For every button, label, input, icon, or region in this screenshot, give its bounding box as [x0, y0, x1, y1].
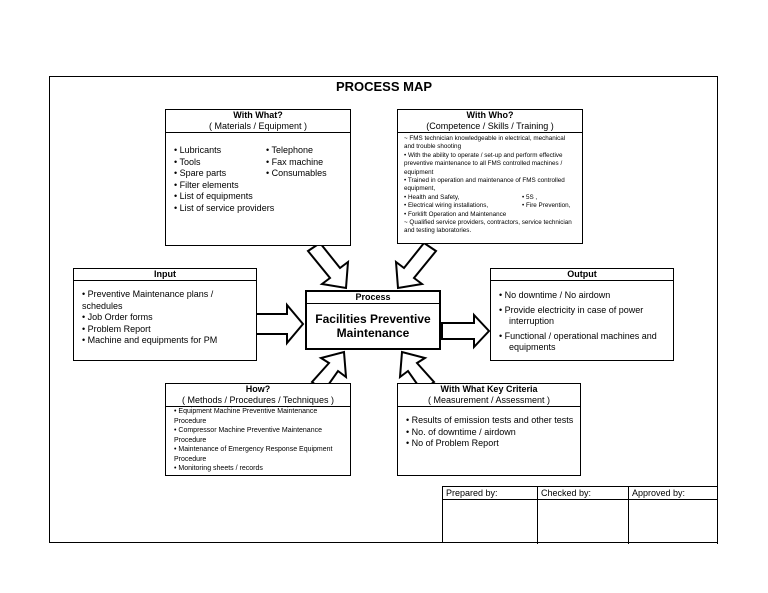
list-item: • 5S , [522, 193, 538, 201]
with-what-header: With What? ( Materials / Equipment ) [166, 110, 350, 133]
output-header: Output [491, 269, 673, 281]
with-what-heading: With What? [233, 110, 283, 120]
page-title: PROCESS MAP [335, 79, 433, 94]
output-box: Output No downtime / No airdown Provide … [490, 268, 674, 361]
with-what-subheading: ( Materials / Equipment ) [208, 121, 308, 131]
key-criteria-box: With What Key Criteria ( Measurement / A… [397, 383, 581, 476]
list-item: Telephone [266, 145, 327, 157]
list-item: Machine and equipments for PM [82, 335, 256, 347]
approved-by-cell[interactable]: Approved by: [629, 487, 718, 544]
arrow-output [441, 312, 491, 350]
list-item: ~ Qualified service providers, contracto… [404, 219, 572, 235]
approved-by-label: Approved by: [632, 488, 686, 498]
key-criteria-heading: With What Key Criteria [440, 384, 538, 394]
with-what-list-1: Lubricants Tools Spare parts Filter elem… [174, 145, 275, 215]
list-item: No. of downtime / airdown [406, 427, 580, 439]
with-who-box: With Who? (Competence / Skills / Trainin… [397, 109, 583, 244]
list-item: ~ FMS technician knowledgeable in electr… [404, 135, 566, 151]
process-header: Process [307, 292, 439, 304]
with-what-box: With What? ( Materials / Equipment ) Lub… [165, 109, 351, 246]
list-item: Preventive Maintenance plans / schedules [82, 289, 256, 312]
list-item: Spare parts [174, 168, 274, 180]
arrow-with-who [394, 241, 438, 290]
key-criteria-header: With What Key Criteria ( Measurement / A… [398, 384, 580, 407]
list-item: Job Order forms [82, 312, 256, 324]
output-list: No downtime / No airdown Provide electri… [491, 281, 673, 354]
arrow-with-what [306, 241, 350, 290]
input-box: Input Preventive Maintenance plans / sch… [73, 268, 257, 361]
with-who-header: With Who? (Competence / Skills / Trainin… [398, 110, 582, 133]
arrow-input [255, 302, 305, 346]
list-item: • Trained in operation and maintenance o… [404, 177, 565, 193]
input-list: Preventive Maintenance plans / schedules… [74, 281, 256, 347]
key-criteria-subheading: ( Measurement / Assessment ) [427, 395, 551, 405]
page-frame [49, 76, 718, 543]
list-item: Equipment Machine Preventive Maintenance… [174, 407, 344, 426]
with-who-heading: With Who? [466, 110, 514, 120]
list-item: Filter elements [174, 180, 274, 192]
how-header: How? ( Methods / Procedures / Techniques… [166, 384, 350, 407]
list-item: Compressor Machine Preventive Maintenanc… [174, 426, 344, 445]
list-item: Results of emission tests and other test… [406, 415, 580, 427]
list-item: Monitoring sheets / records [174, 464, 344, 474]
list-item: List of equipments [174, 191, 274, 203]
list-item: Problem Report [82, 324, 256, 336]
checked-by-label: Checked by: [541, 488, 592, 498]
prepared-by-cell[interactable]: Prepared by: [443, 487, 538, 544]
list-item: Maintenance of Emergency Response Equipm… [174, 445, 344, 464]
how-heading: How? [245, 384, 271, 394]
list-item: • With the ability to operate / set-up a… [404, 151, 563, 176]
list-item: Tools [174, 157, 274, 169]
list-item: Fax machine [266, 157, 327, 169]
prepared-by-label: Prepared by: [446, 488, 498, 498]
list-item: No downtime / No airdown [499, 290, 665, 302]
list-item: No of Problem Report [406, 438, 580, 450]
list-item: • Electrical wiring installations, [404, 202, 489, 210]
with-what-list-2: Telephone Fax machine Consumables [266, 145, 327, 180]
list-item: Lubricants [174, 145, 274, 157]
list-item: Consumables [266, 168, 327, 180]
how-list: Equipment Machine Preventive Maintenance… [166, 407, 350, 474]
key-criteria-list: Results of emission tests and other test… [398, 407, 580, 450]
list-item: • Forklift Operation and Maintenance [404, 210, 507, 218]
process-name: Facilities Preventive Maintenance [315, 312, 431, 340]
process-box: Process Facilities Preventive Maintenanc… [305, 290, 441, 350]
how-subheading: ( Methods / Procedures / Techniques ) [182, 395, 334, 405]
list-item: Provide electricity in case of power int… [499, 305, 665, 328]
list-item: • Fire Prevention, [522, 202, 571, 210]
with-who-subheading: (Competence / Skills / Training ) [426, 121, 554, 131]
with-who-text: ~ FMS technician knowledgeable in electr… [398, 133, 582, 236]
how-box: How? ( Methods / Procedures / Techniques… [165, 383, 351, 476]
list-item: Functional / operational machines and eq… [499, 331, 665, 354]
list-item: • Health and Safety, [404, 193, 460, 201]
input-header: Input [74, 269, 256, 281]
list-item: List of service providers [174, 203, 275, 215]
checked-by-cell[interactable]: Checked by: [538, 487, 629, 544]
signature-header-row [443, 487, 718, 500]
signature-table: Prepared by: Checked by: Approved by: [442, 486, 718, 544]
